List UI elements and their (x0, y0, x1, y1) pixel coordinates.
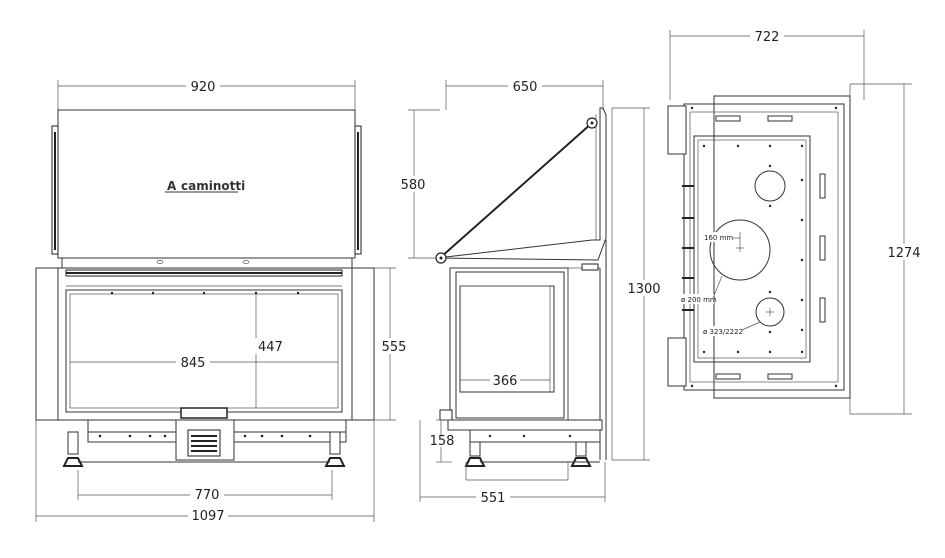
hole-label-323: ø 323/2222 (703, 328, 743, 336)
dim-158: 158 (430, 434, 455, 449)
dim-650: 650 (513, 80, 538, 95)
dim-366: 366 (493, 374, 518, 389)
dim-551: 551 (481, 491, 506, 506)
hole-label-160: 160 mm (704, 234, 733, 242)
firebox-body (35, 267, 375, 421)
brand-logo: A caminotti (165, 179, 245, 193)
hood-panel (57, 109, 356, 259)
brand-mark: A (167, 179, 177, 193)
top-view: 722 (667, 28, 924, 415)
dim-722: 722 (755, 30, 780, 45)
dim-580: 580 (401, 178, 426, 193)
dim-845: 845 (181, 356, 206, 371)
side-view: 650 580 366 1300 (398, 78, 662, 506)
dim-1274: 1274 (887, 246, 920, 261)
dim-1300: 1300 (627, 282, 660, 297)
dim-555: 555 (382, 340, 407, 355)
dim-770: 770 (195, 488, 220, 503)
dim-920: 920 (191, 80, 216, 95)
front-view: 920 A caminotti (35, 78, 408, 524)
hole-label-200: ø 200 mm (681, 296, 717, 304)
dim-1097: 1097 (191, 509, 224, 524)
brand-name: caminotti (181, 179, 245, 193)
dim-447: 447 (258, 340, 283, 355)
